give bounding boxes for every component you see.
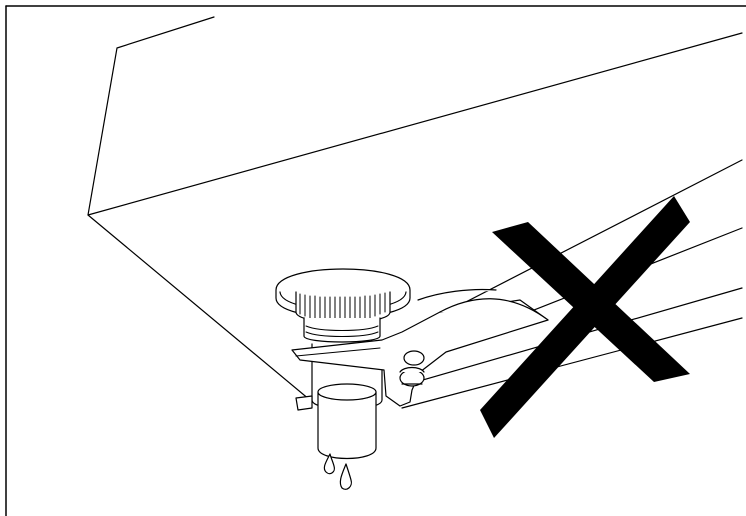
wrench-handle bbox=[439, 298, 549, 321]
water-drops bbox=[323, 453, 352, 490]
water-drop-icon bbox=[323, 453, 335, 475]
water-drop-icon bbox=[339, 463, 352, 490]
prohibited-x-icon bbox=[480, 196, 690, 438]
knurling bbox=[299, 292, 386, 322]
wrench bbox=[291, 288, 549, 411]
adjustment-worm bbox=[399, 350, 425, 387]
drain-outlet bbox=[317, 391, 377, 460]
frame-border bbox=[5, 5, 746, 516]
drain-fitting bbox=[275, 268, 411, 460]
